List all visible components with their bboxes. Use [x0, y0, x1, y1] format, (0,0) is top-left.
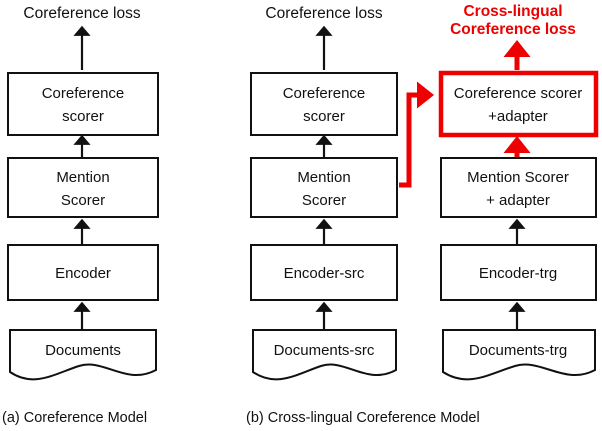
- node-label-line2: +adapter: [488, 108, 548, 125]
- panel-a-caption: (a) Coreference Model: [2, 410, 147, 426]
- node-label-line1: Coreference: [42, 85, 125, 102]
- node-documents-src[interactable]: Documents-src: [252, 329, 397, 381]
- node-label-line1: Coreference scorer: [454, 85, 582, 102]
- node-coreference-scorer-adapter[interactable]: Coreference scorer +adapter: [438, 70, 599, 138]
- panel-a-loss-label: Coreference loss: [23, 5, 140, 22]
- connector-mention-scorer-src-to-coreference-scorer-adapter: [399, 81, 435, 188]
- node-mention-scorer-a[interactable]: Mention Scorer: [7, 157, 159, 218]
- node-label-line1: Documents-src: [274, 342, 375, 359]
- node-mention-scorer-adapter[interactable]: Mention Scorer + adapter: [440, 157, 597, 218]
- node-encoder-src[interactable]: Encoder-src: [250, 244, 398, 301]
- node-label-line1: Mention: [56, 169, 109, 186]
- node-documents-a[interactable]: Documents: [9, 329, 157, 381]
- node-encoder-trg[interactable]: Encoder-trg: [440, 244, 597, 301]
- node-label-line2: + adapter: [486, 192, 550, 209]
- panel-a: Coreference loss Coreference scorer Ment…: [2, 5, 159, 426]
- node-coreference-scorer-b[interactable]: Coreference scorer: [250, 72, 398, 136]
- node-label-line2: scorer: [62, 108, 104, 125]
- cross-lingual-loss-label-line2: Coreference loss: [450, 21, 576, 38]
- node-label-line1: Documents-trg: [469, 342, 567, 359]
- node-mention-scorer-b[interactable]: Mention Scorer: [250, 157, 398, 218]
- cross-lingual-loss-label-line1: Cross-lingual: [463, 3, 562, 20]
- panel-b-source-column: Coreference loss Coreference scorer Ment…: [246, 5, 480, 426]
- node-documents-trg[interactable]: Documents-trg: [442, 329, 596, 381]
- panel-b-loss-label: Coreference loss: [265, 5, 382, 22]
- node-label-line1: Documents: [45, 342, 121, 359]
- node-label-line2: Scorer: [302, 192, 346, 209]
- node-label-line1: Encoder: [55, 265, 111, 282]
- panel-b-target-column: Cross-lingual Coreference loss Coreferen…: [438, 3, 599, 381]
- node-label-line1: Mention Scorer: [467, 169, 569, 186]
- node-label-line1: Coreference: [283, 85, 366, 102]
- node-label-line1: Encoder-src: [284, 265, 365, 282]
- node-label-line1: Encoder-trg: [479, 265, 557, 282]
- node-coreference-scorer-a[interactable]: Coreference scorer: [7, 72, 159, 136]
- node-label-line2: Scorer: [61, 192, 105, 209]
- node-label-line1: Mention: [297, 169, 350, 186]
- node-label-line2: scorer: [303, 108, 345, 125]
- node-encoder-a[interactable]: Encoder: [7, 244, 159, 301]
- panel-b-caption: (b) Cross-lingual Coreference Model: [246, 410, 480, 426]
